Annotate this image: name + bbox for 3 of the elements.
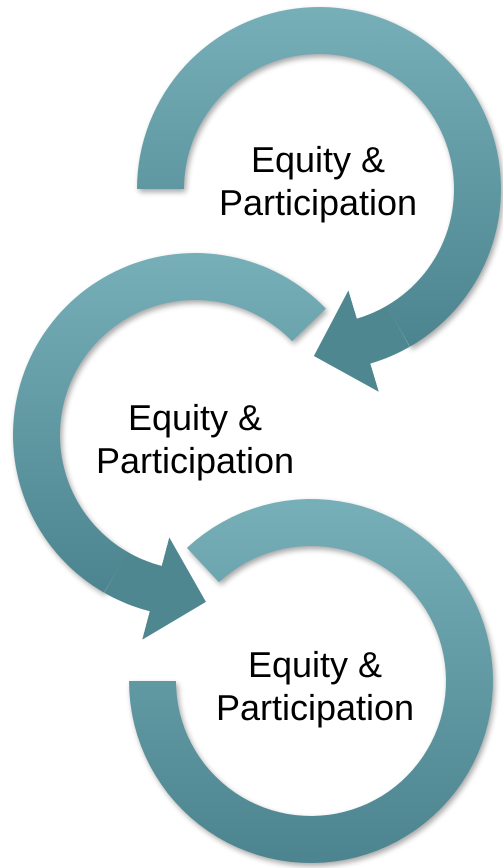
node-label: Equity & Participation [218, 138, 418, 224]
node-label: Equity & Participation [214, 643, 416, 730]
node-label: Equity & Participation [94, 396, 296, 482]
